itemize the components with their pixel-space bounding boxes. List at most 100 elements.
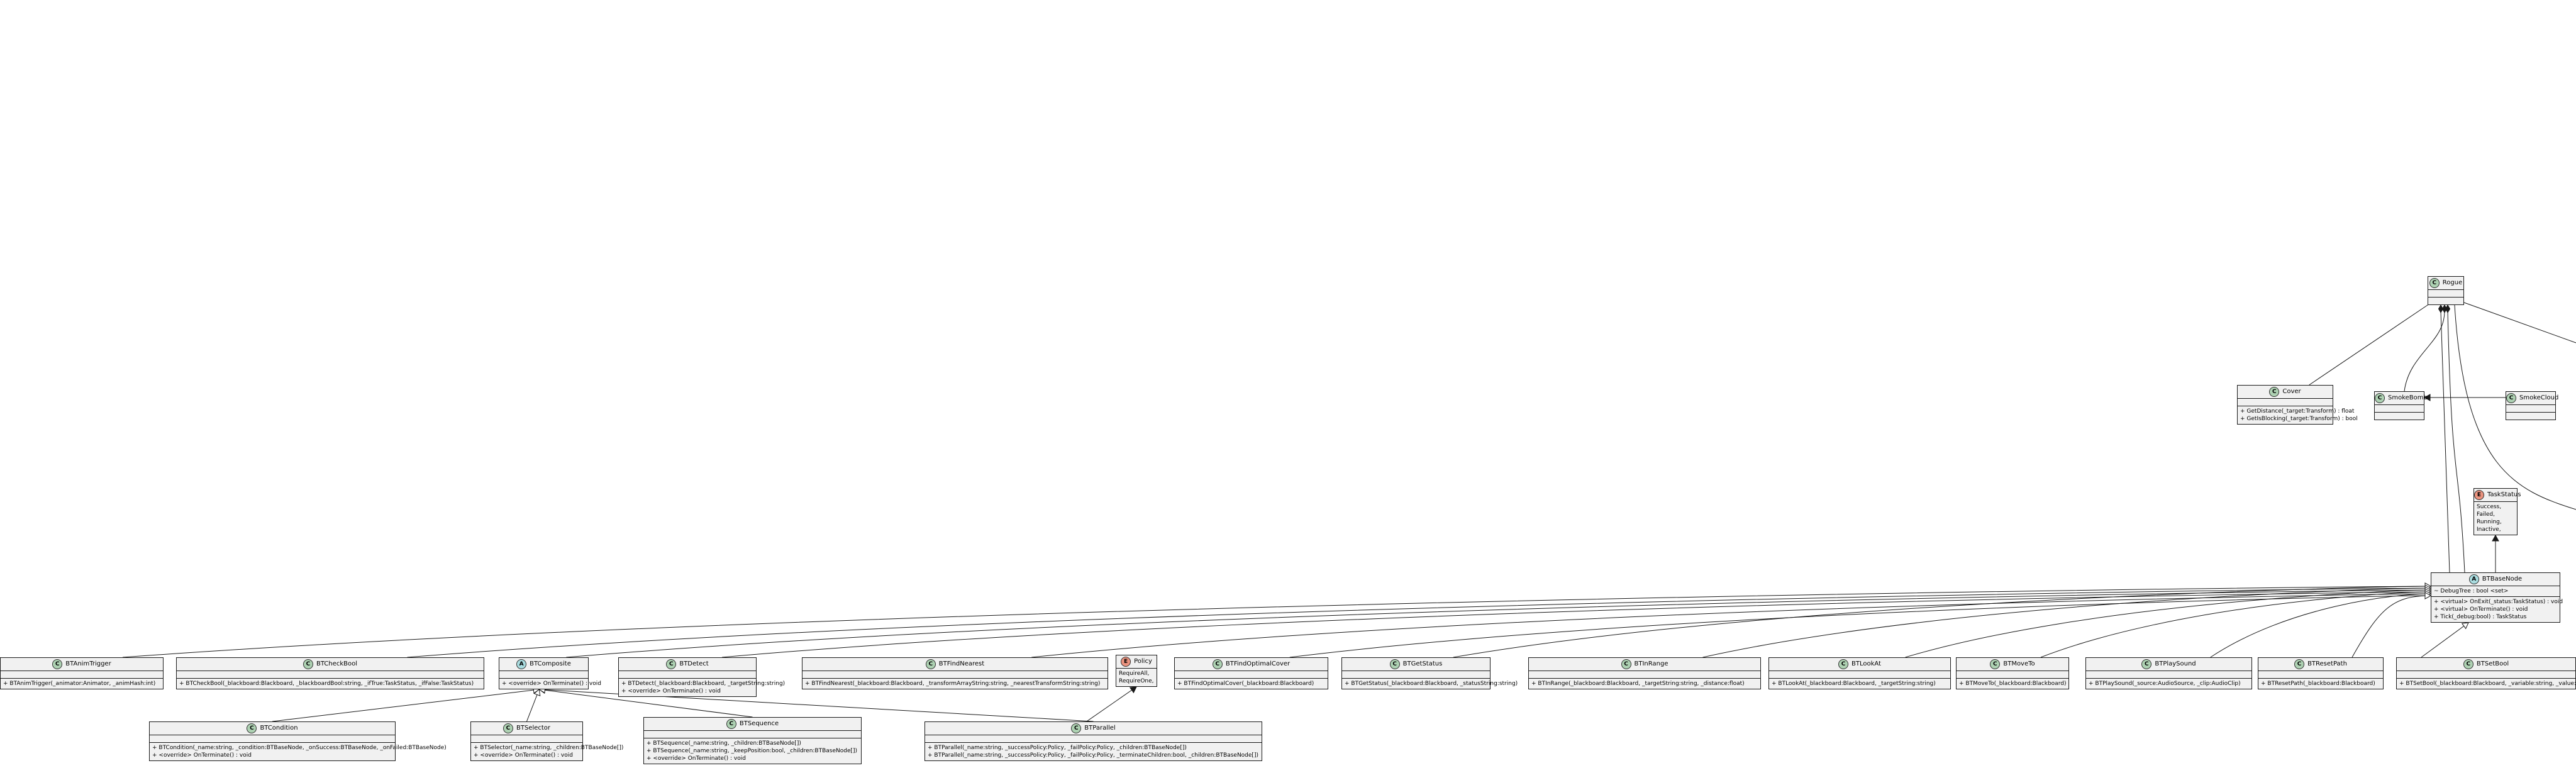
method-section (2375, 412, 2424, 420)
field-section (2238, 398, 2333, 406)
field-section (2397, 671, 2575, 678)
class-stereotype-icon: C (1990, 659, 2001, 669)
inheritance-edge (1453, 586, 2431, 658)
inheritance-arrowhead (2424, 584, 2432, 592)
class-stereotype-icon: C (303, 659, 313, 669)
method: + BTFindNearest(_blackboard:Blackboard, … (805, 681, 1101, 687)
class-stereotype-icon: C (52, 659, 63, 669)
method-section: + BTDetect(_blackboard:Blackboard, _targ… (619, 678, 785, 696)
inheritance-edge (2210, 593, 2431, 658)
class-stereotype-icon: C (2141, 659, 2152, 669)
enum-value: Failed, (2477, 511, 2495, 518)
class-name: BTGetStatus (1402, 660, 1443, 667)
class-stereotype-icon: A (2468, 574, 2479, 584)
inheritance-edge (2040, 591, 2431, 658)
field-section (150, 735, 395, 742)
class-name: BTMoveTo (2003, 660, 2035, 667)
enum-value: RequireOne, (1119, 678, 1154, 684)
method: + BTSelector(_name:string, _children:BTB… (474, 745, 624, 751)
inheritance-arrowhead (2424, 582, 2432, 590)
method-section: + <override> OnTerminate() : void (499, 678, 601, 689)
method: + BTSequence(_name:string, _children:BTB… (647, 740, 801, 747)
inheritance-arrowhead (2424, 590, 2432, 598)
inheritance-arrowhead (2424, 592, 2432, 599)
method: + GetIsBlocking(_target:Transform) : boo… (2240, 416, 2358, 422)
method: + <override> OnTerminate() : void (647, 755, 746, 762)
inheritance-edge (2421, 622, 2469, 658)
class-name: BTResetPath (2307, 660, 2347, 667)
method: + BTAnimTrigger(_animator:Animator, _ani… (3, 681, 156, 687)
class-name: Cover (2282, 388, 2301, 395)
method: + <virtual> OnExit(_status:TaskStatus) :… (2434, 599, 2563, 605)
class-name: TaskStatus (2487, 491, 2521, 498)
class-name: BTBaseNode (2482, 576, 2523, 582)
class-name: SmokeCloud (2519, 394, 2559, 401)
inheritance-arrowhead (2424, 588, 2432, 596)
field-section (619, 671, 756, 678)
method: + <override> OnTerminate() : void (502, 681, 601, 687)
composition-edge (2447, 311, 2465, 573)
enum-value: RequireAll, (1119, 671, 1150, 677)
field: ~ DebugTree : bool <set> (2434, 588, 2509, 594)
composition-edge (2440, 311, 2450, 573)
inheritance-arrowhead (2424, 584, 2432, 592)
field-section (1769, 671, 1950, 678)
inheritance-edge (1031, 593, 2431, 658)
dependency-arrowhead (1129, 686, 1137, 694)
inheritance-arrowhead (2424, 586, 2432, 594)
enum-stereotype-icon: E (2474, 490, 2484, 500)
method: + <override> OnTerminate() : void (621, 688, 721, 694)
method: + BTInRange(_blackboard:Blackboard, _tar… (1531, 681, 1745, 687)
method-section: + BTCheckBool(_blackboard:Blackboard, _b… (177, 678, 484, 689)
method: + BTCondition(_name:string, _condition:B… (152, 745, 447, 751)
method: + BTFindOptimalCover(_blackboard:Blackbo… (1177, 681, 1314, 687)
class-stereotype-icon: A (516, 659, 527, 669)
method-section: + BTSelector(_name:string, _children:BTB… (471, 742, 624, 760)
class-stereotype-icon: C (1621, 659, 1631, 669)
dependency-edge (1086, 686, 1137, 722)
inheritance-edge (272, 689, 540, 722)
enum-values: Success,Failed,Running,Inactive, (2474, 501, 2517, 535)
class-stereotype-icon: C (2269, 387, 2280, 397)
class-name: BTFindOptimalCover (1225, 660, 1291, 667)
method-section: + GetDistance(_target:Transform) : float… (2238, 406, 2358, 424)
enum-value: Inactive, (2477, 526, 2501, 533)
field-section (2086, 671, 2251, 678)
method-section: + BTSequence(_name:string, _children:BTB… (644, 738, 861, 764)
method-section: + BTPlaySound(_source:AudioSource, _clip… (2086, 678, 2251, 689)
method: + <override> OnTerminate() : void (474, 752, 573, 759)
class-stereotype-icon: C (925, 659, 936, 669)
class-name: BTPlaySound (2155, 660, 2196, 667)
